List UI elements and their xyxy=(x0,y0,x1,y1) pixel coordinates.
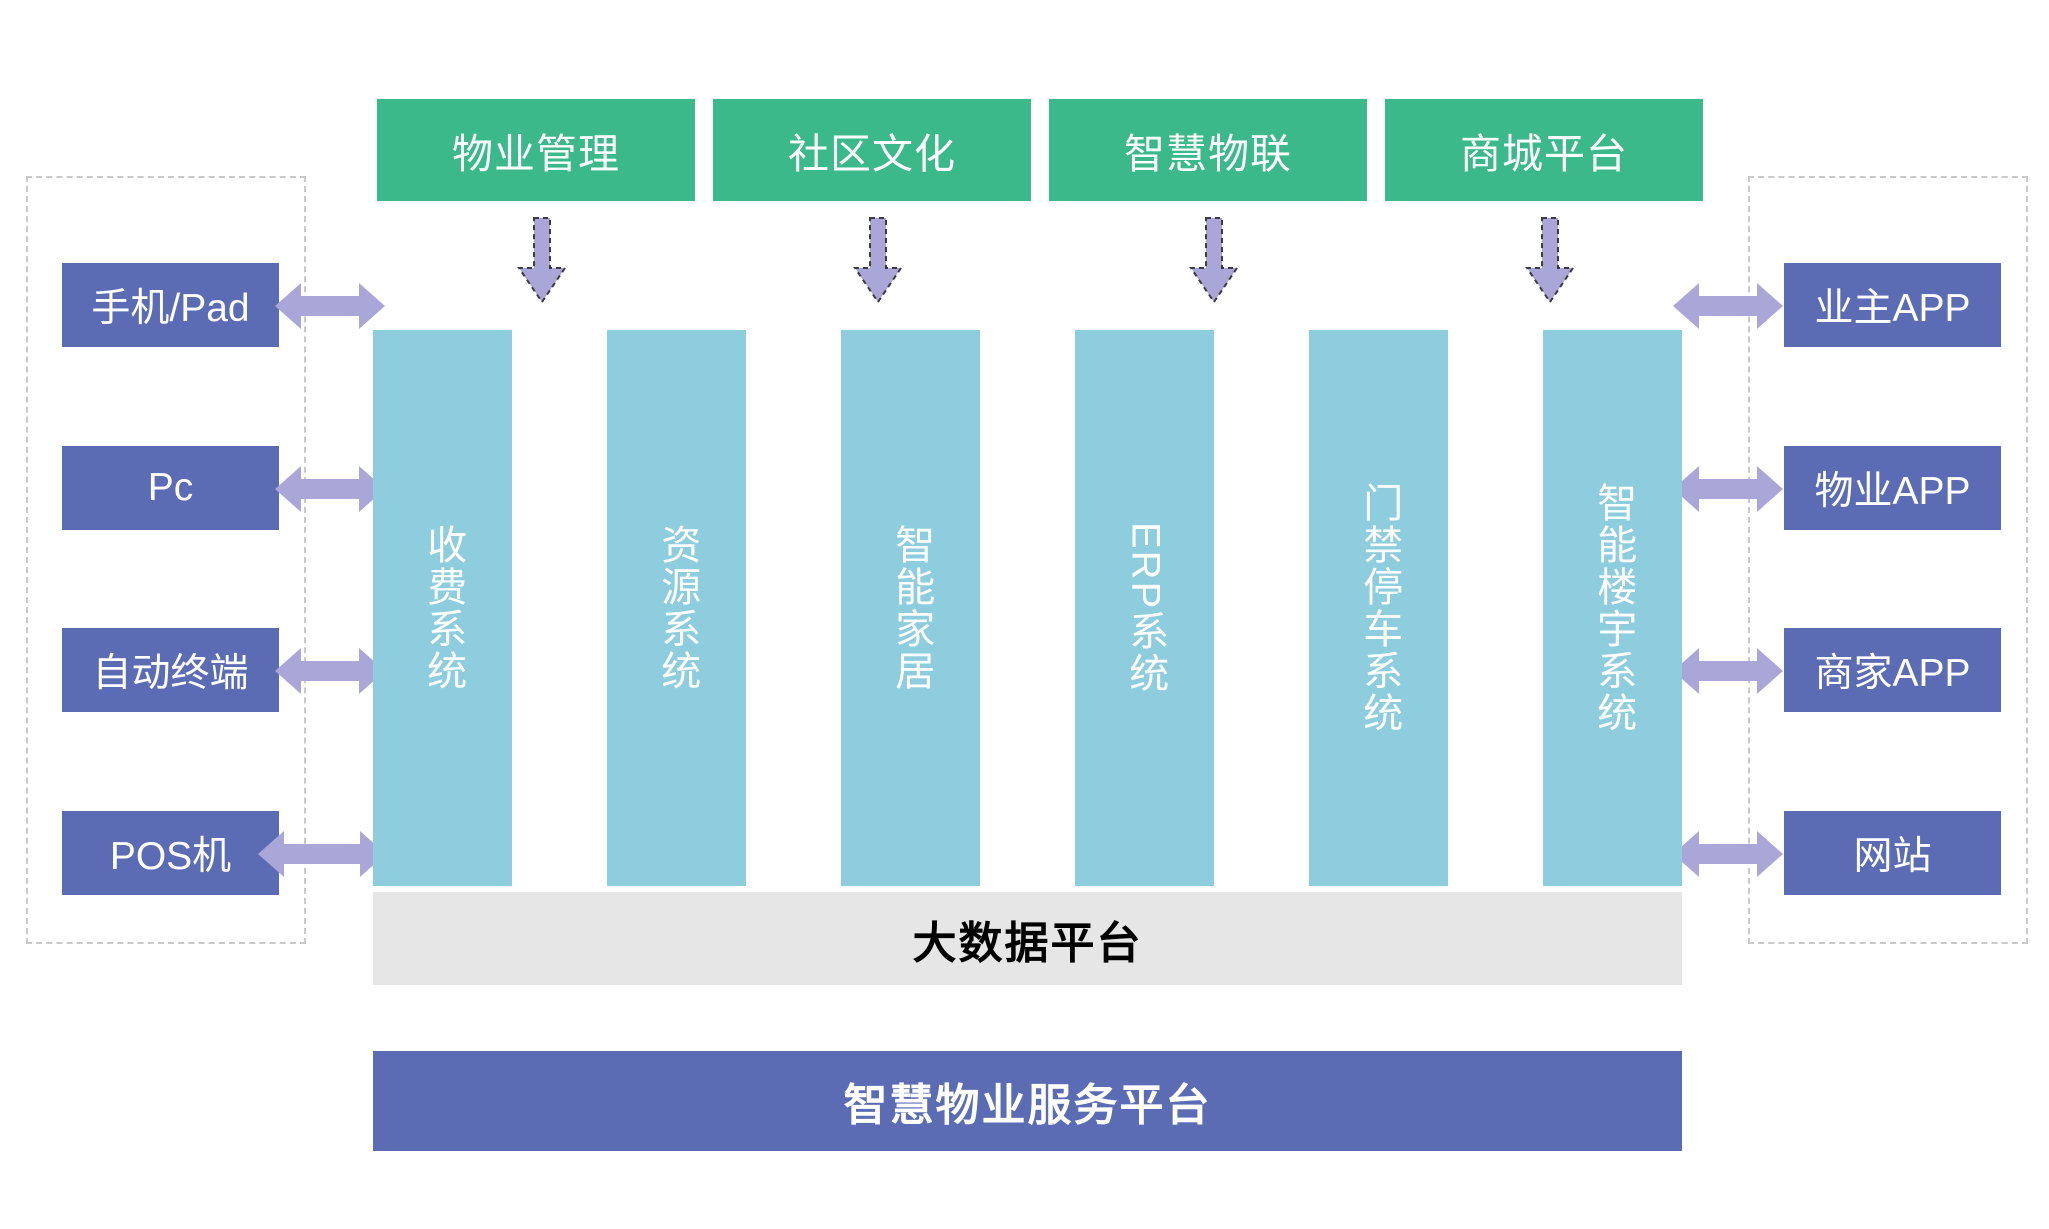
right-box-3-label: 网站 xyxy=(1853,835,1932,878)
top-module-0[interactable]: 物业管理 xyxy=(377,99,695,201)
right-connector-arrow-3 xyxy=(1673,827,1783,881)
right-box-3[interactable]: 网站 xyxy=(1784,811,2001,895)
top-module-2-label: 智慧物联 xyxy=(1124,131,1292,177)
down-arrow-1 xyxy=(853,217,903,304)
top-module-3-label: 商城平台 xyxy=(1460,131,1628,177)
left-box-1-label: Pc xyxy=(147,466,194,509)
system-column-5[interactable]: 智能楼宇系统 xyxy=(1543,330,1682,886)
system-column-1-label: 资源系统 xyxy=(655,524,700,692)
system-column-4-label: 门禁停车系统 xyxy=(1357,482,1402,734)
top-module-1[interactable]: 社区文化 xyxy=(713,99,1031,201)
big-data-platform-bar[interactable]: 大数据平台 xyxy=(373,892,1682,985)
left-connector-arrow-1 xyxy=(275,462,385,516)
left-box-2-label: 自动终端 xyxy=(92,652,249,695)
right-connector-arrow-0 xyxy=(1673,279,1783,333)
left-connector-arrow-2 xyxy=(275,644,385,698)
right-box-1-label: 物业APP xyxy=(1814,470,1971,513)
system-column-0-label: 收费系统 xyxy=(421,524,466,692)
system-column-0[interactable]: 收费系统 xyxy=(373,330,512,886)
system-column-2-label: 智能家居 xyxy=(889,524,934,692)
right-connector-arrow-2 xyxy=(1673,644,1783,698)
down-arrow-3 xyxy=(1525,217,1575,304)
right-connector-arrow-1 xyxy=(1673,462,1783,516)
big-data-platform-label: 大数据平台 xyxy=(912,918,1143,968)
down-arrow-0 xyxy=(517,217,567,304)
right-box-0-label: 业主APP xyxy=(1814,287,1971,330)
top-module-3[interactable]: 商城平台 xyxy=(1385,99,1703,201)
system-column-5-label: 智能楼宇系统 xyxy=(1591,482,1636,734)
right-box-0[interactable]: 业主APP xyxy=(1784,263,2001,347)
service-platform-label: 智慧物业服务平台 xyxy=(843,1081,1212,1130)
top-module-2[interactable]: 智慧物联 xyxy=(1049,99,1367,201)
top-module-0-label: 物业管理 xyxy=(452,131,620,177)
system-column-4[interactable]: 门禁停车系统 xyxy=(1309,330,1448,886)
service-platform-bar[interactable]: 智慧物业服务平台 xyxy=(373,1051,1682,1151)
right-box-2[interactable]: 商家APP xyxy=(1784,628,2001,712)
right-box-1[interactable]: 物业APP xyxy=(1784,446,2001,530)
top-module-1-label: 社区文化 xyxy=(788,131,956,177)
left-box-3[interactable]: POS机 xyxy=(62,811,279,895)
system-column-2[interactable]: 智能家居 xyxy=(841,330,980,886)
down-arrow-2 xyxy=(1189,217,1239,304)
left-box-3-label: POS机 xyxy=(109,835,232,878)
left-connector-arrow-0 xyxy=(275,279,385,333)
system-column-1[interactable]: 资源系统 xyxy=(607,330,746,886)
left-box-1[interactable]: Pc xyxy=(62,446,279,530)
system-column-3-label: ERP系统 xyxy=(1123,521,1168,695)
left-box-0[interactable]: 手机/Pad xyxy=(62,263,279,347)
right-box-2-label: 商家APP xyxy=(1814,652,1971,695)
left-box-2[interactable]: 自动终端 xyxy=(62,628,279,712)
left-box-0-label: 手机/Pad xyxy=(91,287,250,330)
system-column-3[interactable]: ERP系统 xyxy=(1075,330,1214,886)
left-connector-arrow-3 xyxy=(258,827,386,881)
